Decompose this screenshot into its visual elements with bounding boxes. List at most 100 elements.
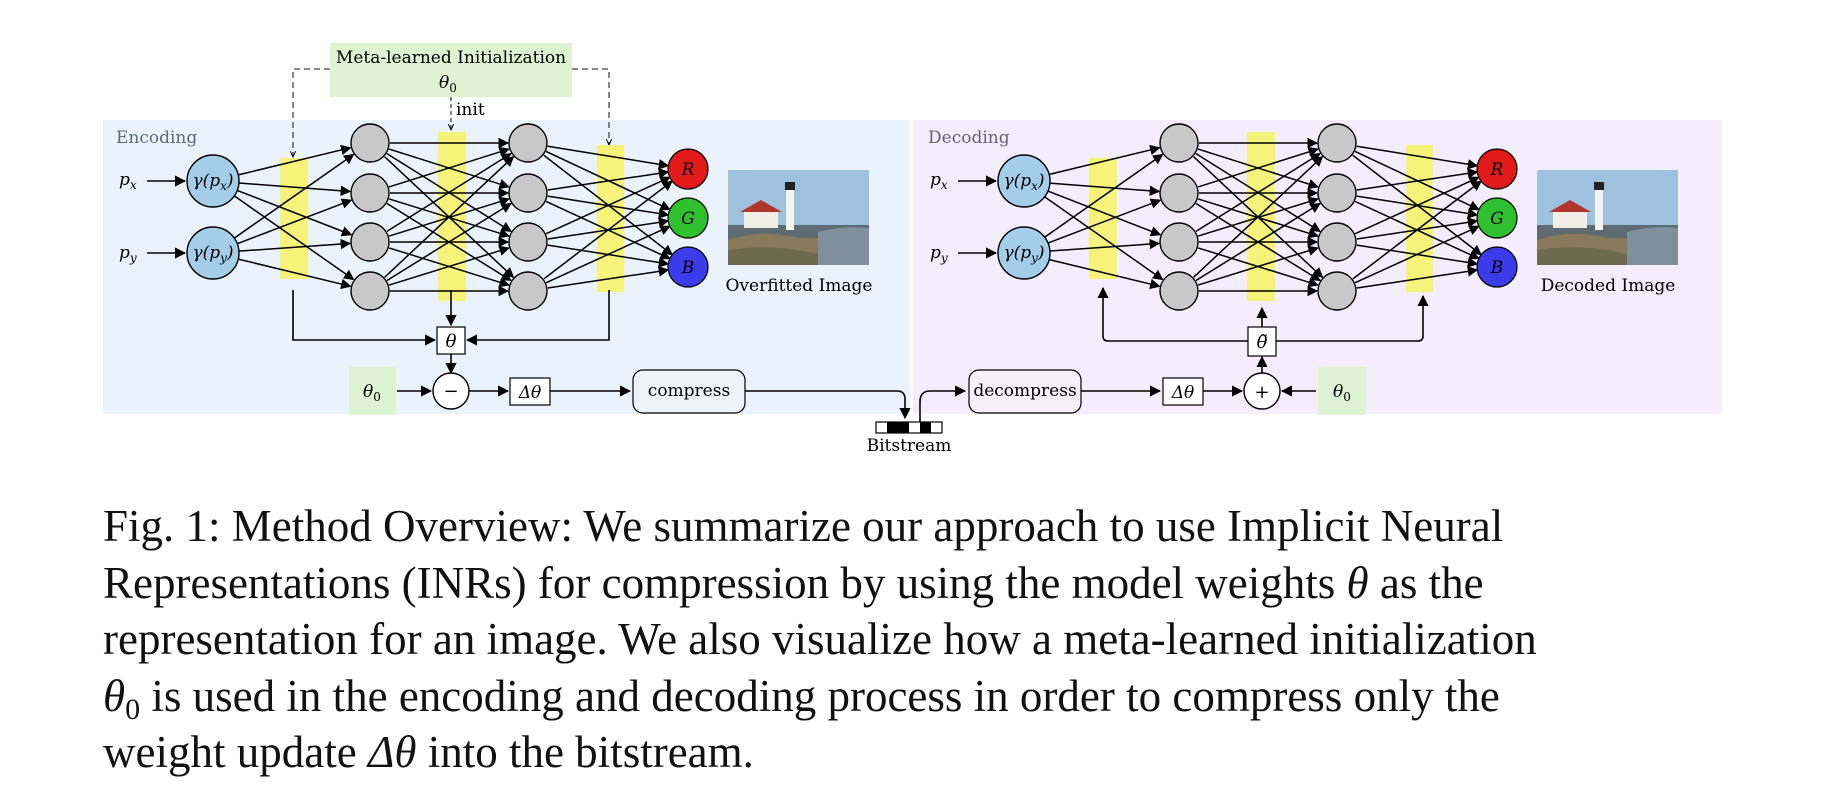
compress-label: compress: [648, 381, 730, 401]
enc-edge: [233, 195, 355, 281]
dec-edge: [1354, 225, 1480, 284]
enc-hidden-node-1-1: [350, 123, 390, 163]
enc-hidden-node-1-2: [350, 173, 390, 213]
figure-caption: Fig. 1: Method Overview: We summarize ou…: [103, 498, 1724, 781]
dec-input-py: py: [930, 243, 948, 265]
dec-hidden-node-1-3: [1159, 222, 1199, 262]
dec-pe-x-node: [997, 154, 1051, 208]
dec-edge: [1042, 195, 1164, 281]
enc-hidden-node-1-4: [350, 271, 390, 311]
dec-theta-box: [1247, 326, 1277, 357]
meta-init-box: [330, 43, 572, 97]
enc-hidden-node-1-3: [350, 222, 390, 262]
dec-edge: [1195, 202, 1321, 282]
enc-output-g: [667, 197, 709, 239]
dec-output-b: [1476, 246, 1518, 288]
dec-edge: [1197, 146, 1319, 188]
caption-line-2: Representations (INRs) for compression b…: [103, 557, 1484, 608]
enc-edge: [233, 153, 355, 239]
dec-theta-label: θ̃: [1257, 332, 1268, 353]
enc-delta-box: [509, 377, 551, 406]
caption-line-3: representation for an image. We also vis…: [103, 614, 1537, 664]
enc-output-b-label: B: [681, 258, 695, 278]
caption-line-5: weight update Δθ into the bitstream.: [103, 727, 754, 777]
enc-theta0-box: [349, 367, 396, 415]
dec-hidden-node-1-1: [1159, 123, 1199, 163]
enc-edge: [547, 145, 670, 170]
enc-layer-bar-3: [597, 145, 624, 292]
enc-edge: [547, 266, 670, 289]
caption-line-1: Fig. 1: Method Overview: We summarize ou…: [103, 501, 1504, 551]
dec-edge: [1193, 155, 1324, 278]
decompress-label: decompress: [973, 381, 1076, 401]
enc-theta-box: [436, 326, 466, 355]
dec-plus-label: +: [1254, 382, 1269, 403]
bitstream-label: Bitstream: [867, 436, 952, 456]
dec-hidden-node-1-4: [1159, 271, 1199, 311]
dec-output-b-label: B: [1490, 258, 1504, 278]
overfitted-image: [728, 170, 869, 265]
dec-edge: [1042, 153, 1164, 239]
enc-pe-x-node: [186, 154, 240, 208]
enc-delta-label: Δθ: [518, 383, 542, 403]
dec-edge: [1045, 189, 1162, 237]
enc-edge: [237, 198, 353, 245]
dec-edge: [1195, 152, 1321, 233]
init-label: init: [456, 100, 485, 120]
dec-output-g-label: G: [1490, 209, 1504, 229]
dec-delta-label: Δθ: [1171, 383, 1195, 403]
encoding-network: [233, 123, 674, 311]
decoding-label: Decoding: [928, 128, 1010, 148]
enc-theta-label: θ: [446, 331, 457, 352]
enc-edge: [384, 155, 515, 278]
meta-init-title: Meta-learned Initialization: [336, 48, 566, 68]
enc-edge: [547, 168, 670, 191]
init-dashed-right: [572, 68, 609, 145]
dec-edge: [1047, 258, 1161, 290]
dec-layer-bar-3: [1406, 145, 1433, 292]
enc-edge: [545, 225, 671, 284]
dec-edge: [1356, 266, 1479, 289]
dec-edge: [1354, 176, 1480, 235]
dec-edge: [1356, 168, 1479, 191]
caption-line-4: θ0 is used in the encoding and decoding …: [103, 670, 1500, 726]
bitstream-icon: [875, 421, 943, 434]
enc-theta0-label: θ0: [363, 382, 381, 404]
enc-edge: [545, 176, 671, 235]
enc-output-r: [667, 148, 709, 190]
dec-delta-box: [1162, 377, 1204, 406]
dec-edge: [1047, 182, 1161, 196]
dec-pe-y-label: γ(py): [1003, 243, 1044, 265]
enc-edge: [238, 238, 352, 252]
decoded-image-caption: Decoded Image: [1541, 276, 1676, 296]
dec-edge: [1356, 145, 1479, 170]
enc-input-py: py: [119, 243, 137, 265]
enc-pe-y-label: γ(py): [192, 243, 233, 265]
enc-pe-y-node: [186, 226, 240, 280]
enc-input-px: px: [119, 170, 137, 192]
enc-edge: [238, 182, 352, 196]
dec-hidden-node-2-1: [1317, 123, 1357, 163]
enc-minus-label: −: [443, 381, 458, 402]
enc-hidden-node-2-2: [508, 173, 548, 213]
dec-hidden-node-2-2: [1317, 173, 1357, 213]
enc-pe-x-label: γ(px): [192, 171, 233, 193]
dec-theta0-box: [1318, 367, 1366, 415]
enc-output-b: [667, 246, 709, 288]
enc-edge: [388, 146, 510, 188]
dec-edge: [1352, 180, 1482, 280]
enc-edge: [386, 152, 512, 233]
dec-output-r-label: R: [1490, 160, 1504, 180]
encoding-label: Encoding: [116, 128, 197, 148]
dec-edge: [1046, 198, 1162, 245]
enc-hidden-node-2-1: [508, 123, 548, 163]
init-dashed-left: [293, 68, 330, 157]
enc-hidden-node-2-3: [508, 222, 548, 262]
caption-fig-label: Fig. 1:: [103, 501, 221, 551]
enc-output-r-label: R: [681, 160, 695, 180]
dec-hidden-node-2-3: [1317, 222, 1357, 262]
decoding-network: [1042, 123, 1483, 311]
enc-edge: [238, 144, 352, 176]
enc-output-g-label: G: [681, 209, 695, 229]
dec-output-r: [1476, 148, 1518, 190]
